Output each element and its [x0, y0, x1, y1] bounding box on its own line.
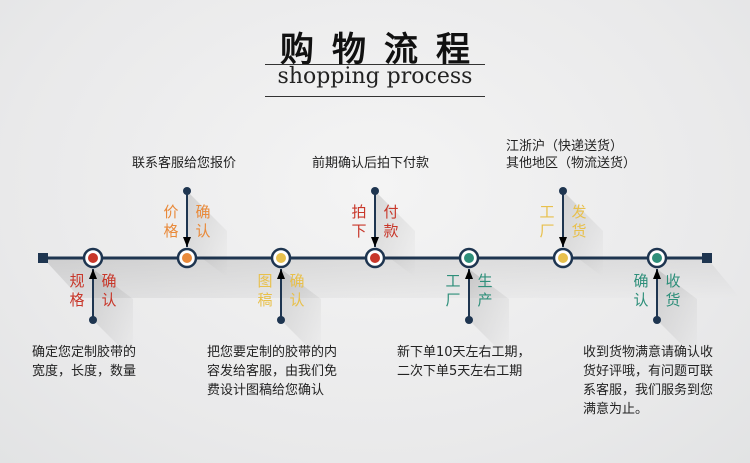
end-square: [38, 253, 48, 263]
step-label-right: 发货: [571, 203, 587, 240]
connector-shadow: [187, 191, 227, 277]
connector-dot: [559, 187, 567, 195]
arrow-up-icon: [653, 269, 661, 279]
note-line: 其他地区（物流送货）: [506, 156, 637, 171]
connector-dot: [277, 316, 285, 324]
step-note: 前期确认后拍下付款: [312, 155, 429, 172]
step-description: 确定您定制胶带的宽度，长度，数量: [32, 343, 136, 381]
step-node-dot: [88, 253, 98, 263]
step-node-dot: [652, 253, 662, 263]
arrow-down-icon: [183, 237, 191, 247]
arrow-up-icon: [465, 269, 473, 279]
connector-shadow: [657, 269, 697, 360]
connector-shadow: [469, 269, 509, 360]
step-label-right: 收货: [665, 272, 681, 309]
description-line: 收到货物满意请确认收: [583, 345, 714, 360]
page-subtitle: shopping process: [277, 64, 473, 89]
description-line: 新下单10天左右工期，: [397, 345, 531, 360]
connector-dot: [371, 187, 379, 195]
connector-shadow: [563, 191, 603, 277]
connector-dot: [89, 316, 97, 324]
step-label-left: 规格: [69, 272, 85, 309]
arrow-down-icon: [559, 237, 567, 247]
connector-dot: [465, 316, 473, 324]
step-label-left: 图稿: [257, 272, 273, 309]
step-note: 联系客服给您报价: [132, 155, 236, 172]
step-description: 新下单10天左右工期， 二次下单5天左右工期: [397, 343, 531, 381]
description-line: 把您要定制的胶带的内: [207, 345, 338, 360]
arrow-down-icon: [371, 237, 379, 247]
step-label-left: 工厂: [539, 203, 555, 240]
step-description: 收到货物满意请确认收货好评哦，有问题可联系客服，我们服务到您满意为止。: [583, 343, 713, 419]
step-node-dot: [558, 253, 568, 263]
step-description: 把您要定制的胶带的内容发给客服，由我们免费设计图稿给您确认: [207, 343, 337, 400]
note-line: 江浙沪（快递送货）: [506, 139, 624, 154]
connector-shadow: [281, 269, 321, 360]
arrow-up-icon: [277, 269, 285, 279]
description-line: 二次下单5天左右工期: [397, 364, 523, 379]
connector-shadow: [93, 269, 133, 360]
description-line: 满意为止。: [583, 402, 649, 417]
step-note: 江浙沪（快递送货） 其他地区（物流送货）: [506, 138, 636, 172]
step-label-right: 生产: [477, 272, 493, 309]
step-label-left: 拍下: [351, 203, 367, 240]
step-node-dot: [276, 253, 286, 263]
end-square: [702, 253, 712, 263]
step-label-left: 确认: [633, 272, 649, 309]
step-label-left: 价格: [163, 203, 179, 240]
divider: [265, 64, 485, 65]
description-line: 宽度，长度，数量: [32, 364, 137, 379]
page-title: 购物流程: [280, 30, 488, 70]
note-line: 前期确认后拍下付款: [312, 156, 430, 171]
description-line: 系客服，我们服务到您: [583, 383, 714, 398]
connector-dot: [653, 316, 661, 324]
step-node-dot: [182, 253, 192, 263]
note-line: 联系客服给您报价: [132, 156, 237, 171]
description-line: 确定您定制胶带的: [32, 345, 137, 360]
description-line: 货好评哦，有问题可联: [583, 364, 714, 379]
description-line: 费设计图稿给您确认: [207, 383, 325, 398]
step-label-right: 确认: [101, 272, 117, 309]
connector-dot: [183, 187, 191, 195]
step-node-dot: [464, 253, 474, 263]
description-line: 容发给客服，由我们免: [207, 364, 338, 379]
divider: [265, 96, 485, 97]
step-label-right: 确认: [289, 272, 305, 309]
step-node-dot: [370, 253, 380, 263]
arrow-up-icon: [89, 269, 97, 279]
step-label-right: 确认: [195, 203, 211, 240]
step-label-left: 工厂: [445, 272, 461, 309]
step-label-right: 付款: [383, 203, 399, 240]
connector-shadow: [375, 191, 415, 277]
